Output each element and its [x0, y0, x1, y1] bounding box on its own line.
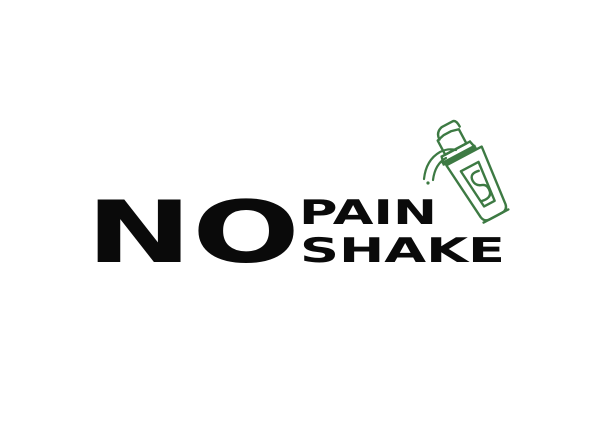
logo-shake-text: SHAKE — [300, 231, 505, 271]
shaker-bottle-icon — [436, 119, 510, 224]
logo-no-text: NO — [86, 183, 300, 283]
logo-pain-text: PAIN — [299, 193, 437, 233]
splash-drops-icon — [422, 148, 458, 185]
